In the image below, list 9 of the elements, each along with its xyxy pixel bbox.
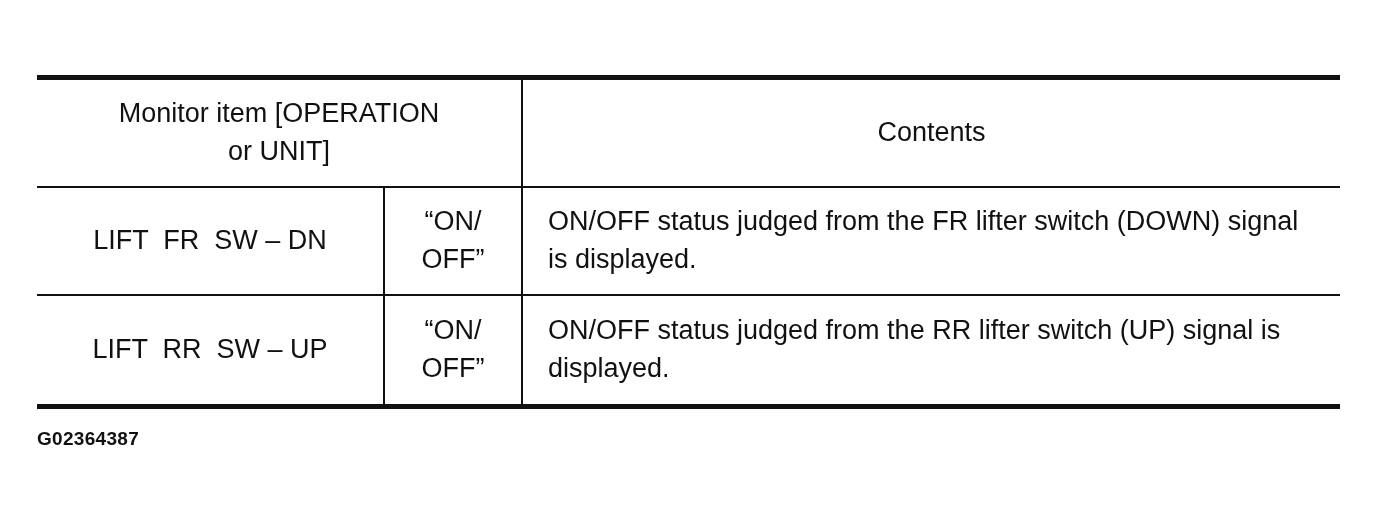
figure-code: G02364387 <box>37 428 139 450</box>
table-cell: “ON/ OFF” <box>385 296 523 404</box>
column-header: Monitor item [OPERATION or UNIT] <box>37 80 523 188</box>
table-cell: LIFT RR SW – UP <box>37 296 385 404</box>
table-cell: ON/OFF status judged from the FR lifter switch (DOWN) signal is displayed. <box>523 188 1340 296</box>
column-header: Contents <box>523 80 1340 188</box>
table-cell: “ON/ OFF” <box>385 188 523 296</box>
table-cell: LIFT FR SW – DN <box>37 188 385 296</box>
table-cell-text: ON/OFF status judged from the RR lifter switch (UP) signal is displayed. <box>547 314 1282 385</box>
